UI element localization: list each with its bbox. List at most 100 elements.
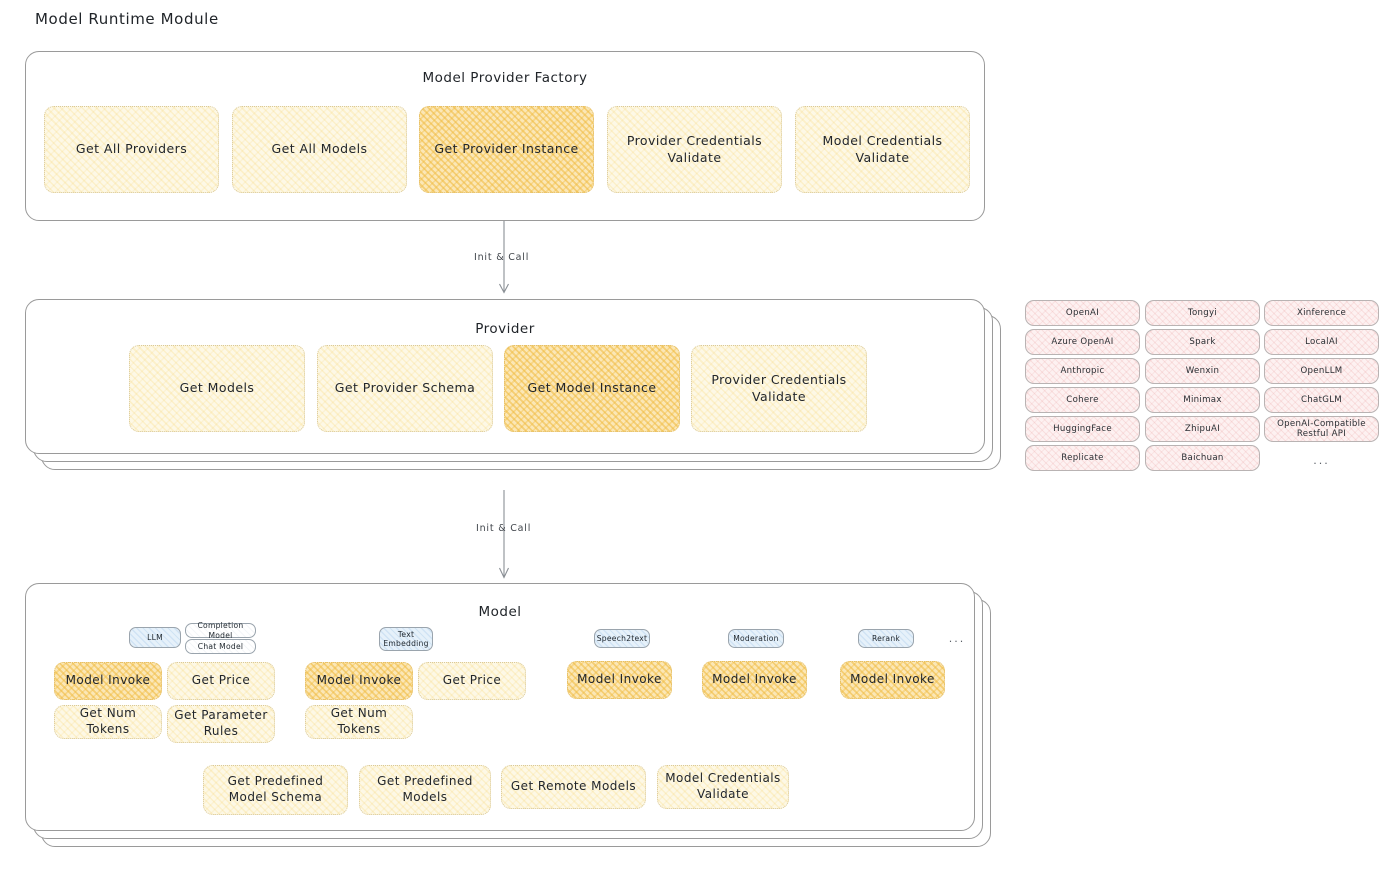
provider-method-get-model-instance[interactable]: Get Model Instance (504, 345, 680, 432)
provider-tag-minimax[interactable]: Minimax (1145, 387, 1260, 413)
badge-label: Text Embedding (383, 629, 429, 648)
provider-tag-huggingface[interactable]: HuggingFace (1025, 416, 1140, 442)
badge-completion-model[interactable]: Completion Model (185, 621, 256, 640)
method-label: Get Num Tokens (330, 706, 388, 736)
factory-method-get-all-providers[interactable]: Get All Providers (44, 106, 219, 193)
provider-tag-openai[interactable]: OpenAI (1025, 300, 1140, 326)
arrow-provider-to-model (499, 490, 509, 579)
method-label: Get Num Tokens (79, 706, 137, 736)
provider-tag-chatglm[interactable]: ChatGLM (1264, 387, 1379, 413)
factory-method-label: Get Provider Instance (434, 141, 579, 157)
badge-label: Speech2text (596, 633, 648, 643)
provider-tag-label: HuggingFace (1053, 424, 1112, 434)
provider-tag-azure-openai[interactable]: Azure OpenAI (1025, 329, 1140, 355)
provider-tag-openllm[interactable]: OpenLLM (1264, 358, 1379, 384)
provider-tag-label: Baichuan (1181, 453, 1224, 463)
factory-method-get-all-models[interactable]: Get All Models (232, 106, 407, 193)
arrow-factory-to-provider (499, 221, 509, 294)
provider-tag-label: OpenAI (1065, 308, 1100, 318)
method-label: Get Predefined Models (377, 774, 473, 804)
factory-method-get-provider-instance[interactable]: Get Provider Instance (419, 106, 594, 193)
llm-method-get-parameter-rules[interactable]: Get Parameter Rules (167, 705, 275, 743)
model-badge-more: ... (948, 632, 966, 645)
provider-method-label: Get Models (179, 380, 255, 396)
badge-label: Rerank (871, 633, 901, 643)
method-label: Get Remote Models (510, 779, 637, 794)
provider-method-label: Get Model Instance (527, 380, 657, 396)
model-common-method-get-remote-models[interactable]: Get Remote Models (501, 765, 646, 809)
provider-tag-label: Replicate (1061, 453, 1104, 463)
badge-chat-model[interactable]: Chat Model (185, 639, 256, 654)
text-embedding-method-get-price[interactable]: Get Price (418, 662, 526, 700)
llm-method-model-invoke[interactable]: Model Invoke (54, 662, 162, 700)
provider-tag-label: Minimax (1183, 395, 1222, 405)
method-label: Model Invoke (65, 673, 151, 688)
provider-tag-openai-compatible-restful-api[interactable]: OpenAI-Compatible Restful API (1264, 416, 1379, 442)
method-label: Get Parameter Rules (174, 708, 268, 738)
factory-method-provider-credentials-validate[interactable]: Provider Credentials Validate (607, 106, 782, 193)
provider-method-get-provider-schema[interactable]: Get Provider Schema (317, 345, 493, 432)
badge-moderation[interactable]: Moderation (728, 629, 784, 648)
provider-tag-replicate[interactable]: Replicate (1025, 445, 1140, 471)
model-panel (25, 583, 975, 831)
method-label: Model Invoke (712, 672, 797, 687)
provider-tag-label: Anthropic (1060, 366, 1105, 376)
badge-rerank[interactable]: Rerank (858, 629, 914, 648)
model-common-method-get-predefined-model-schema[interactable]: Get Predefined Model Schema (203, 765, 348, 815)
provider-tag-baichuan[interactable]: Baichuan (1145, 445, 1260, 471)
provider-tag-label: LocalAI (1305, 337, 1338, 347)
badge-speech2text[interactable]: Speech2text (594, 629, 650, 648)
moderation-method-model-invoke[interactable]: Model Invoke (702, 661, 807, 699)
provider-tag-label: ChatGLM (1300, 395, 1343, 405)
badge-llm[interactable]: LLM (129, 627, 181, 648)
provider-tag-label: Cohere (1066, 395, 1099, 405)
provider-tag-anthropic[interactable]: Anthropic (1025, 358, 1140, 384)
rerank-method-model-invoke[interactable]: Model Invoke (840, 661, 945, 699)
model-title: Model (478, 604, 522, 620)
page-title: Model Runtime Module (35, 10, 219, 28)
provider-tag-label: OpenLLM (1300, 366, 1343, 376)
model-common-method-model-credentials-validate[interactable]: Model Credentials Validate (657, 765, 789, 809)
badge-label: Moderation (733, 633, 779, 643)
provider-tag-wenxin[interactable]: Wenxin (1145, 358, 1260, 384)
speech2text-method-model-invoke[interactable]: Model Invoke (567, 661, 672, 699)
factory-method-model-credentials-validate[interactable]: Model Credentials Validate (795, 106, 970, 193)
provider-tag-label: OpenAI-Compatible Restful API (1277, 419, 1366, 439)
badge-label: Chat Model (197, 641, 244, 651)
provider-tag-spark[interactable]: Spark (1145, 329, 1260, 355)
badge-text-embedding[interactable]: Text Embedding (379, 627, 433, 651)
factory-method-label: Get All Models (271, 141, 368, 157)
text-embedding-method-model-invoke[interactable]: Model Invoke (305, 662, 413, 700)
method-label: Get Price (191, 673, 251, 688)
method-label: Get Price (442, 673, 502, 688)
method-label: Get Predefined Model Schema (227, 774, 324, 804)
provider-tag-label: Azure OpenAI (1051, 337, 1114, 347)
badge-label: Completion Model (197, 621, 244, 640)
provider-method-provider-credentials-validate[interactable]: Provider Credentials Validate (691, 345, 867, 432)
provider-title: Provider (475, 321, 535, 337)
provider-method-get-models[interactable]: Get Models (129, 345, 305, 432)
llm-method-get-num-tokens[interactable]: Get Num Tokens (54, 705, 162, 739)
provider-method-label: Provider Credentials Validate (711, 372, 847, 404)
badge-label: LLM (147, 632, 163, 642)
model-common-method-get-predefined-models[interactable]: Get Predefined Models (359, 765, 491, 815)
llm-method-get-price[interactable]: Get Price (167, 662, 275, 700)
provider-tag-zhipuai[interactable]: ZhipuAI (1145, 416, 1260, 442)
provider-tag-xinference[interactable]: Xinference (1264, 300, 1379, 326)
method-label: Model Invoke (316, 673, 402, 688)
provider-tag-localai[interactable]: LocalAI (1264, 329, 1379, 355)
provider-tag-label: Wenxin (1185, 366, 1220, 376)
method-label: Model Credentials Validate (665, 771, 781, 801)
provider-tag-label: Tongyi (1187, 308, 1218, 318)
factory-method-label: Model Credentials Validate (822, 133, 943, 165)
provider-tag-cohere[interactable]: Cohere (1025, 387, 1140, 413)
provider-tag-tongyi[interactable]: Tongyi (1145, 300, 1260, 326)
model-provider-factory-title: Model Provider Factory (422, 70, 588, 86)
provider-tag-more: ... (1313, 454, 1330, 467)
factory-method-label: Get All Providers (75, 141, 188, 157)
provider-tag-label: ZhipuAI (1184, 424, 1221, 434)
arrow-factory-to-provider-label: Init & Call (474, 252, 530, 263)
method-label: Model Invoke (850, 672, 935, 687)
text-embedding-method-get-num-tokens[interactable]: Get Num Tokens (305, 705, 413, 739)
